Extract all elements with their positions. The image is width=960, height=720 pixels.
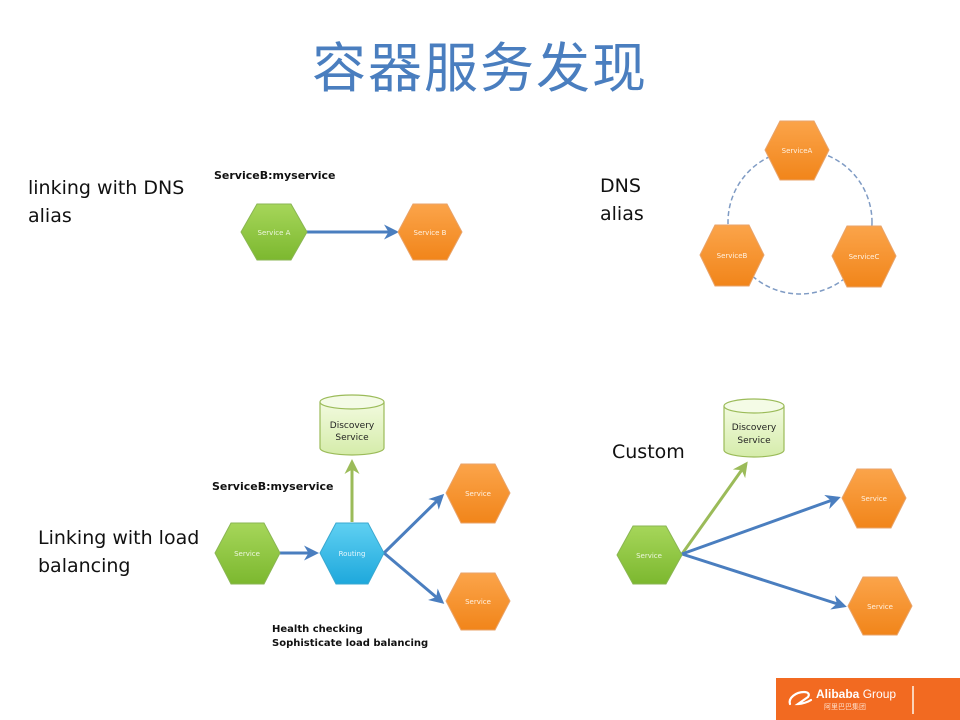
arrow-client-to-service1 bbox=[681, 494, 841, 556]
node-dns-service-b: ServiceB bbox=[699, 224, 765, 287]
brand-group: Group bbox=[862, 687, 897, 701]
heading-lb-line1: Linking with load bbox=[38, 527, 200, 549]
node-dns-service-a: ServiceA bbox=[764, 120, 830, 181]
node-custom-service-1: Service bbox=[841, 468, 907, 529]
arrow-client-to-service2 bbox=[681, 552, 847, 610]
heading-dns-link: linking with DNS alias bbox=[28, 174, 184, 230]
heading-dns-link-line2: alias bbox=[28, 205, 72, 227]
note-load-balancing: Health checking Sophisticate load balanc… bbox=[272, 623, 428, 651]
heading-dns-alias-line1: DNS bbox=[600, 175, 641, 197]
node-label: Service bbox=[465, 598, 491, 606]
node-label: Service bbox=[234, 550, 260, 558]
node-label: ServiceB bbox=[717, 252, 748, 260]
footer-divider bbox=[912, 686, 914, 714]
node-label: ServiceA bbox=[782, 147, 813, 155]
page-title: 容器服务发现 bbox=[312, 37, 648, 100]
heading-dns-alias: DNS alias bbox=[600, 172, 644, 228]
node-label: Service A bbox=[258, 229, 291, 237]
footer-brand-bar: Alibaba Group 阿里巴巴集团 bbox=[776, 678, 960, 720]
heading-dns-alias-line2: alias bbox=[600, 203, 644, 225]
heading-dns-link-line1: linking with DNS bbox=[28, 177, 185, 199]
brand-name: Alibaba Group bbox=[816, 687, 896, 701]
note-health-checking: Health checking bbox=[272, 624, 363, 635]
node-label: Service B bbox=[414, 229, 447, 237]
node-lb-client: Service bbox=[214, 522, 281, 585]
annotation-load-balancing: ServiceB:myservice bbox=[212, 480, 334, 493]
node-lb-routing: Routing bbox=[319, 522, 385, 585]
node-label: Service bbox=[861, 495, 887, 503]
heading-custom: Custom bbox=[612, 441, 685, 463]
node-dns-service-c: ServiceC bbox=[831, 225, 897, 288]
node-lb-service-1: Service bbox=[445, 463, 511, 524]
node-lb-service-2: Service bbox=[445, 572, 511, 631]
node-service-a: Service A bbox=[240, 203, 308, 261]
node-custom-client: Service bbox=[616, 525, 683, 585]
discovery-label-line1: Discovery bbox=[330, 421, 375, 431]
discovery-label-line2: Service bbox=[335, 433, 369, 443]
note-sophisticated-lb: Sophisticate load balancing bbox=[272, 638, 429, 649]
discovery-service-custom: Discovery Service bbox=[723, 398, 785, 458]
discovery-label-line2: Service bbox=[737, 436, 771, 446]
annotation-dns-link: ServiceB:myservice bbox=[214, 169, 336, 182]
brand-alibaba: Alibaba bbox=[816, 687, 860, 701]
arrow-routing-to-service1 bbox=[382, 493, 445, 555]
discovery-service-lb: Discovery Service bbox=[319, 394, 385, 456]
brand-subtitle: 阿里巴巴集团 bbox=[824, 704, 866, 711]
arrow-client-to-discovery bbox=[680, 461, 748, 555]
discovery-label-line1: Discovery bbox=[732, 423, 777, 433]
node-label: Routing bbox=[339, 550, 366, 558]
node-custom-service-2: Service bbox=[847, 576, 913, 636]
node-label: ServiceC bbox=[849, 253, 880, 261]
arrow-routing-to-service2 bbox=[383, 551, 445, 604]
node-label: Service bbox=[867, 603, 893, 611]
heading-load-balancing: Linking with load balancing bbox=[38, 524, 199, 580]
node-label: Service bbox=[465, 490, 491, 498]
node-service-b: Service B bbox=[397, 203, 463, 261]
heading-lb-line2: balancing bbox=[38, 555, 131, 577]
alibaba-logo-icon bbox=[788, 690, 813, 706]
node-label: Service bbox=[636, 552, 662, 560]
